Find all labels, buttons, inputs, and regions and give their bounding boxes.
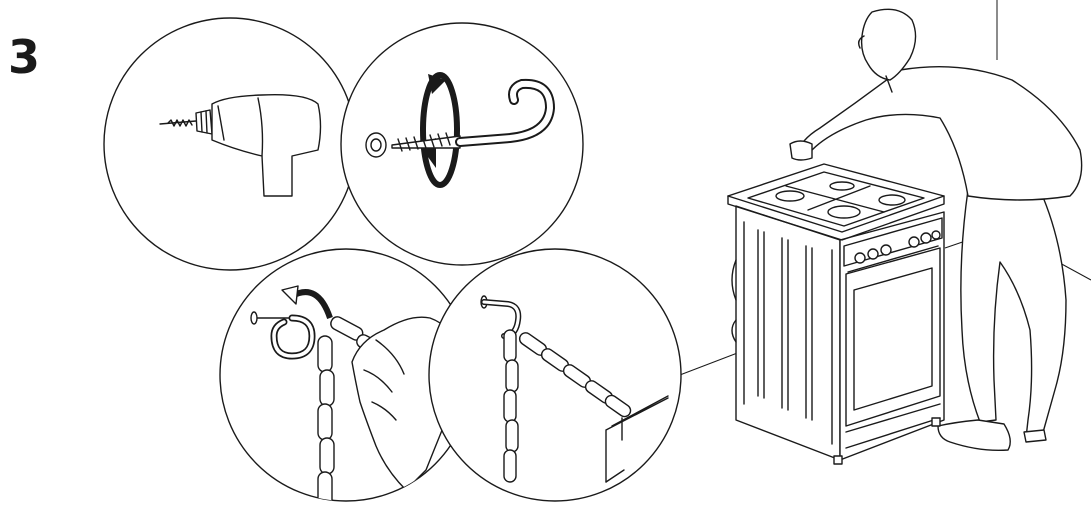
hanging-chain <box>318 336 334 508</box>
cooker-installation-icon <box>728 9 1082 464</box>
drill-panel <box>104 18 356 270</box>
screw-hook-panel <box>341 23 583 265</box>
chain-to-bracket-panel <box>429 249 681 501</box>
